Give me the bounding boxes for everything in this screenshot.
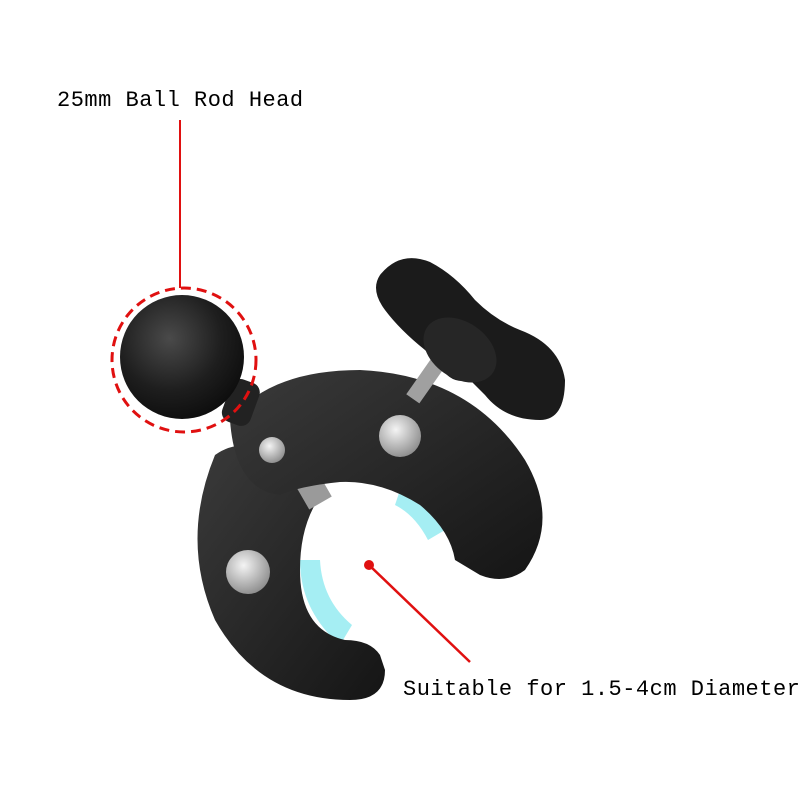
knob-screw bbox=[406, 354, 447, 404]
ball-head bbox=[120, 295, 244, 419]
rubber-pads bbox=[300, 490, 445, 645]
ball-highlight-circle bbox=[110, 286, 258, 434]
diameter-pointer-dot bbox=[364, 560, 374, 570]
lower-jaw bbox=[197, 445, 385, 700]
diameter-pointer-line bbox=[368, 564, 471, 663]
bolt bbox=[226, 550, 270, 594]
bolt bbox=[379, 415, 421, 457]
upper-jaw bbox=[230, 370, 543, 579]
bolt bbox=[259, 437, 285, 463]
diameter-label: Suitable for 1.5-4cm Diameter bbox=[403, 677, 800, 702]
ball-head-label: 25mm Ball Rod Head bbox=[57, 88, 304, 113]
